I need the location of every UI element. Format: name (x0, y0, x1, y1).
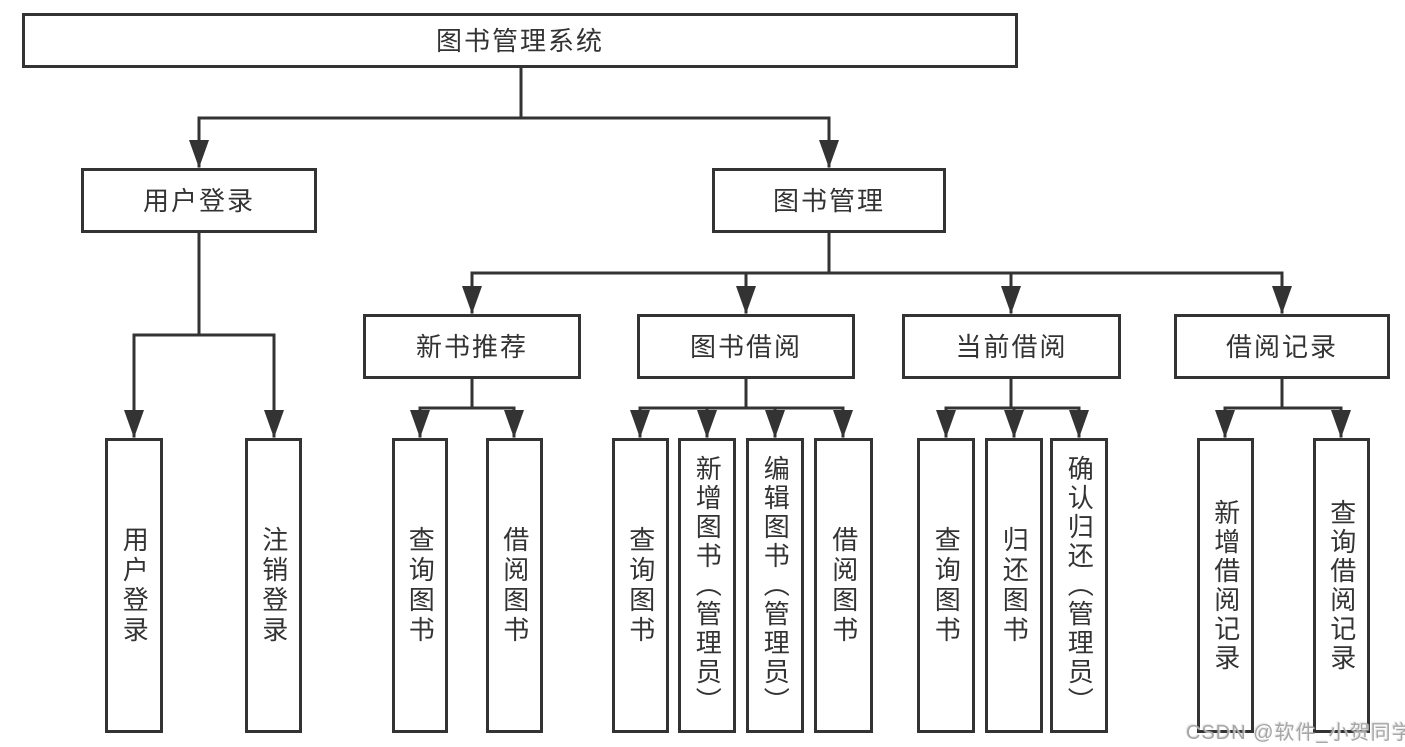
connector-user-login-children (124, 231, 284, 438)
node-root: 图书管理系统 (22, 13, 1018, 68)
node-current-borrow: 当前借阅 (902, 314, 1121, 379)
leaf-query-books-borrow-label: 查询图书 (625, 525, 656, 646)
leaf-confirm-return-admin-label: 确认归还（管理员） (1064, 455, 1095, 716)
leaf-add-book-admin: 新增图书（管理员） (678, 438, 736, 733)
leaf-user-login: 用户登录 (105, 438, 163, 733)
csdn-watermark: CSDN @软件_小贺同学 (1186, 722, 1405, 744)
arrowhead-icon (1069, 410, 1089, 438)
arrowhead-icon (124, 410, 144, 438)
leaf-query-books-current: 查询图书 (917, 438, 975, 733)
leaf-add-borrow-record-label: 新增借阅记录 (1210, 498, 1241, 673)
arrowhead-icon (1272, 286, 1292, 314)
node-current-borrow-label: 当前借阅 (955, 331, 1068, 362)
connector-new-book-recommend-children (410, 377, 524, 438)
arrowhead-icon (1215, 410, 1235, 438)
connector-book-borrow-children (630, 377, 853, 438)
connector-borrow-records-children (1215, 377, 1351, 438)
arrowhead-icon (264, 410, 284, 438)
leaf-add-borrow-record: 新增借阅记录 (1197, 438, 1254, 733)
node-borrow-records-label: 借阅记录 (1225, 331, 1338, 362)
arrowhead-icon (1331, 410, 1351, 438)
leaf-user-login-label: 用户登录 (119, 525, 150, 646)
arrowhead-icon (833, 410, 853, 438)
leaf-query-borrow-record: 查询借阅记录 (1313, 438, 1370, 733)
arrowhead-icon (504, 410, 524, 438)
leaf-query-books-borrow: 查询图书 (612, 438, 669, 733)
leaf-add-book-admin-label: 新增图书（管理员） (692, 455, 723, 716)
leaf-return-book: 归还图书 (985, 438, 1043, 733)
leaf-borrow-books-label: 借阅图书 (828, 525, 859, 646)
node-user-login: 用户登录 (81, 168, 317, 233)
node-book-management-label: 图书管理 (772, 185, 885, 216)
arrowhead-icon (936, 410, 956, 438)
leaf-query-books-current-label: 查询图书 (931, 525, 962, 646)
arrowhead-icon (736, 286, 756, 314)
leaf-logout: 注销登录 (245, 438, 302, 733)
arrowhead-icon (1001, 286, 1021, 314)
leaf-query-books-recommend-label: 查询图书 (405, 525, 436, 646)
connector-book-management-children (462, 231, 1292, 314)
arrowhead-icon (1004, 410, 1024, 438)
arrowhead-icon (819, 140, 839, 168)
leaf-return-book-label: 归还图书 (999, 525, 1030, 646)
connector-root-to-level2 (189, 66, 839, 168)
connector-current-borrow-children (936, 377, 1089, 438)
node-new-book-recommend: 新书推荐 (363, 314, 581, 379)
leaf-query-books-recommend: 查询图书 (392, 438, 448, 733)
arrowhead-icon (462, 286, 482, 314)
leaf-edit-book-admin: 编辑图书（管理员） (746, 438, 804, 733)
node-book-borrow: 图书借阅 (637, 314, 855, 379)
node-root-label: 图书管理系统 (435, 25, 604, 56)
node-borrow-records: 借阅记录 (1174, 314, 1390, 379)
arrowhead-icon (697, 410, 717, 438)
node-user-login-label: 用户登录 (142, 185, 255, 216)
leaf-confirm-return-admin: 确认归还（管理员） (1050, 438, 1108, 733)
leaf-borrow-books: 借阅图书 (814, 438, 873, 733)
leaf-borrow-books-recommend: 借阅图书 (486, 438, 543, 733)
arrowhead-icon (630, 410, 650, 438)
node-book-management: 图书管理 (712, 168, 946, 233)
arrowhead-icon (410, 410, 430, 438)
leaf-logout-label: 注销登录 (258, 525, 289, 646)
leaf-query-borrow-record-label: 查询借阅记录 (1326, 498, 1357, 673)
arrowhead-icon (765, 410, 785, 438)
node-book-borrow-label: 图书借阅 (689, 331, 802, 362)
arrowhead-icon (189, 140, 209, 168)
node-new-book-recommend-label: 新书推荐 (415, 331, 528, 362)
leaf-borrow-books-recommend-label: 借阅图书 (499, 525, 530, 646)
leaf-edit-book-admin-label: 编辑图书（管理员） (760, 455, 791, 716)
